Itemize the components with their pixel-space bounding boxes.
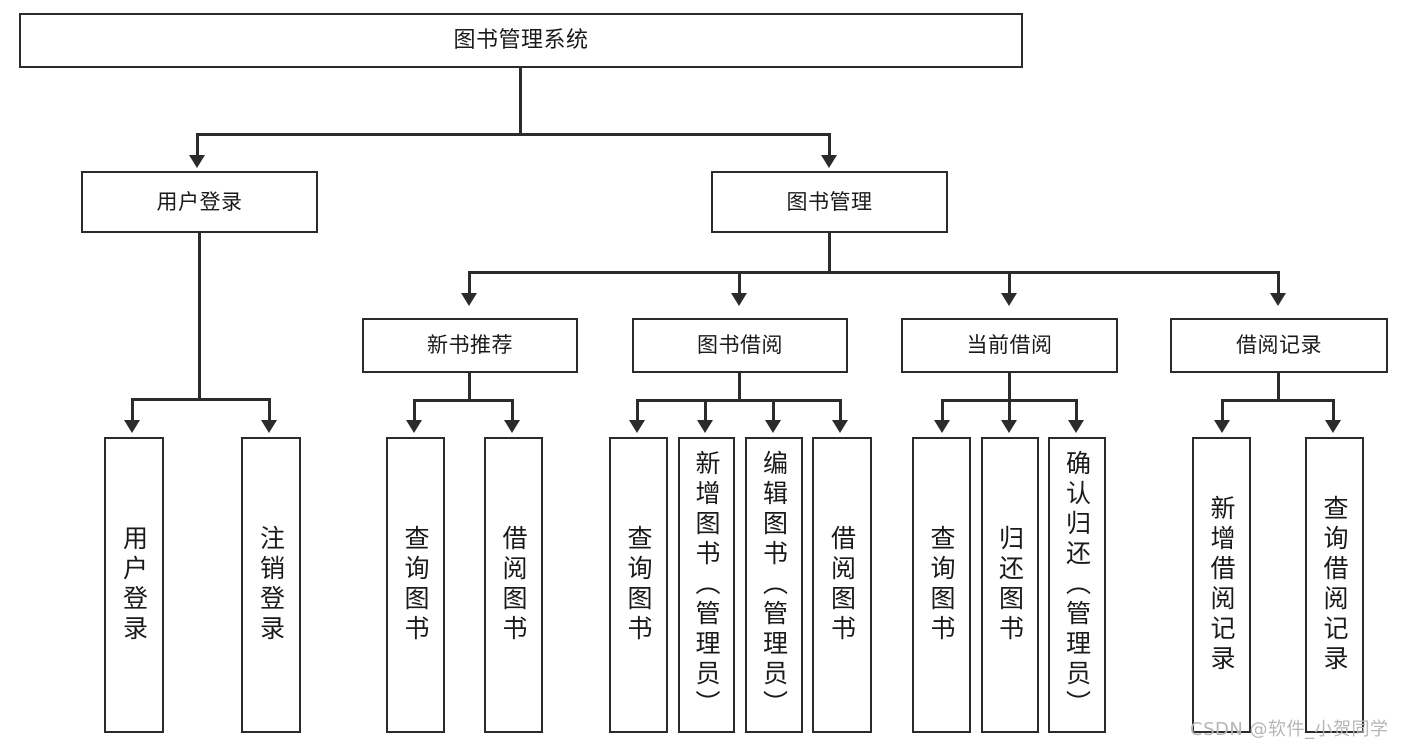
arrowhead-br-leaf-1 [1214,420,1230,433]
connector-br-leaf-1 [1221,399,1224,422]
connector-book-borrow-bus [636,399,842,402]
node-current-borrow[interactable]: 当前借阅 [901,318,1118,373]
arrowhead-borrow-record [1270,293,1286,306]
node-label: 用户登录 [156,189,243,214]
leaf-label: 查询借阅记录 [1320,495,1349,675]
arrowhead-book-borrow [731,293,747,306]
leaf-label: 确认归还（管理员） [1062,450,1092,720]
arrowhead-nb-leaf-2 [504,420,520,433]
connector-new-book-stem [468,373,471,401]
leaf-label: 查询图书 [401,525,430,645]
leaf-label: 查询图书 [624,525,653,645]
leaf-label: 编辑图书（管理员） [759,450,789,720]
leaf-label: 归还图书 [995,525,1025,645]
arrowhead-current-borrow [1001,293,1017,306]
leaf-query-book-current[interactable]: 查询图书 [912,437,971,733]
connector-cb-leaf-2 [1008,399,1011,422]
connector-borrow-record-bus [1221,399,1335,402]
node-label: 借阅记录 [1236,333,1322,358]
arrowhead-book-manage [821,155,837,168]
connector-book-manage-stem [828,233,831,273]
arrowhead-new-book [461,293,477,306]
leaf-label: 注销登录 [256,525,286,645]
arrowhead-bb-leaf-4 [832,420,848,433]
connector-br-leaf-2 [1332,399,1335,422]
leaf-edit-book-admin[interactable]: 编辑图书（管理员） [745,437,803,733]
leaf-query-book-borrow[interactable]: 查询图书 [609,437,668,733]
node-label: 图书借阅 [697,333,783,358]
connector-bb-leaf-1 [636,399,639,422]
connector-bb-leaf-2 [704,399,707,422]
leaf-label: 新增图书（管理员） [692,450,721,720]
connector-root-to-book-manage [828,133,831,157]
connector-nb-leaf-2 [511,399,514,422]
leaf-label: 借阅图书 [499,525,528,645]
connector-to-new-book [468,271,471,295]
leaf-borrow-book-recommend[interactable]: 借阅图书 [484,437,543,733]
node-book-management[interactable]: 图书管理 [711,171,948,233]
arrowhead-cb-leaf-1 [934,420,950,433]
leaf-borrow-book[interactable]: 借阅图书 [812,437,872,733]
node-label: 新书推荐 [427,333,513,358]
leaf-add-borrow-record[interactable]: 新增借阅记录 [1192,437,1251,733]
node-borrow-record[interactable]: 借阅记录 [1170,318,1388,373]
connector-to-leaf-user-login [131,398,134,422]
connector-to-book-borrow [738,271,741,295]
node-label: 图书管理 [786,189,873,214]
leaf-label: 借阅图书 [827,525,857,645]
arrowhead-cb-leaf-2 [1001,420,1017,433]
leaf-return-book[interactable]: 归还图书 [981,437,1039,733]
leaf-user-login[interactable]: 用户登录 [104,437,164,733]
arrowhead-user-login [189,155,205,168]
connector-current-borrow-stem [1008,373,1011,401]
arrowhead-bb-leaf-2 [697,420,713,433]
connector-to-current-borrow [1008,271,1011,295]
arrowhead-bb-leaf-1 [629,420,645,433]
connector-bb-leaf-3 [772,399,775,422]
connector-root-to-user-login [196,133,199,157]
leaf-label: 新增借阅记录 [1207,495,1236,675]
arrowhead-nb-leaf-1 [406,420,422,433]
leaf-query-borrow-record[interactable]: 查询借阅记录 [1305,437,1364,733]
arrowhead-cb-leaf-3 [1068,420,1084,433]
connector-root-stem [519,68,522,135]
leaf-add-book-admin[interactable]: 新增图书（管理员） [678,437,735,733]
connector-cb-leaf-1 [941,399,944,422]
node-book-borrow[interactable]: 图书借阅 [632,318,848,373]
connector-nb-leaf-1 [413,399,416,422]
leaf-label: 查询图书 [927,525,956,645]
connector-cb-leaf-3 [1075,399,1078,422]
node-root-library-system[interactable]: 图书管理系统 [19,13,1023,68]
arrowhead-leaf-user-login [124,420,140,433]
arrowhead-bb-leaf-3 [765,420,781,433]
arrowhead-leaf-logout [261,420,277,433]
leaf-query-book-recommend[interactable]: 查询图书 [386,437,445,733]
node-new-book-recommend[interactable]: 新书推荐 [362,318,578,373]
connector-borrow-record-stem [1277,373,1280,401]
arrowhead-br-leaf-2 [1325,420,1341,433]
connector-user-login-stem [198,233,201,400]
connector-to-borrow-record [1277,271,1280,295]
leaf-label: 用户登录 [119,525,149,645]
connector-new-book-bus [413,399,514,402]
node-label: 图书管理系统 [453,27,589,53]
connector-book-manage-bus [468,271,1280,274]
node-label: 当前借阅 [966,333,1053,358]
node-user-login[interactable]: 用户登录 [81,171,318,233]
csdn-watermark: CSDN @软件_小贺同学 [1190,719,1389,740]
connector-to-leaf-logout [268,398,271,422]
leaf-logout[interactable]: 注销登录 [241,437,301,733]
connector-bb-leaf-4 [839,399,842,422]
connector-book-borrow-stem [738,373,741,401]
leaf-confirm-return-admin[interactable]: 确认归还（管理员） [1048,437,1106,733]
connector-user-login-bus [131,398,270,401]
connector-root-bus [196,133,831,136]
